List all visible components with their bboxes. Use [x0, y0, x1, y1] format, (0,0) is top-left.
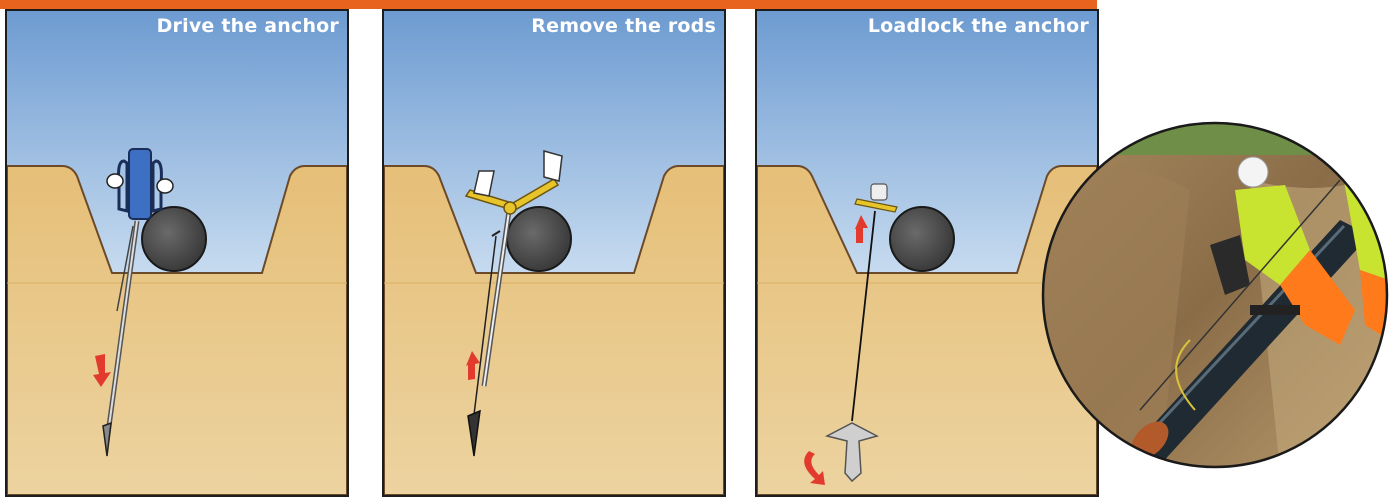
pipe-icon — [507, 207, 571, 271]
accent-top-bar — [0, 0, 1097, 9]
step-panel-drive: Drive the anchor — [5, 9, 349, 497]
drive-anchor-illustration — [7, 11, 347, 495]
step-title-drive: Drive the anchor — [157, 15, 339, 37]
worker-trench-photo — [1040, 110, 1389, 470]
step-title-remove: Remove the rods — [531, 15, 716, 37]
step-title-loadlock: Loadlock the anchor — [868, 15, 1089, 37]
remove-rods-illustration — [384, 11, 724, 495]
step-panel-remove: Remove the rods — [382, 9, 726, 497]
driver-tool-icon — [129, 149, 151, 219]
pipe-icon — [890, 207, 954, 271]
